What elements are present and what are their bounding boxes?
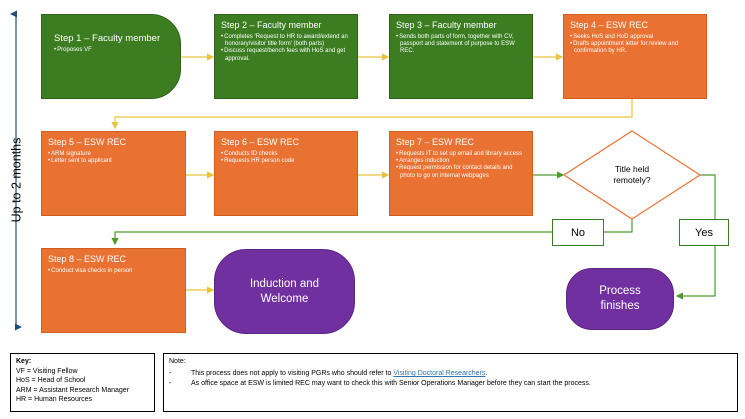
note-item-1-text: This process does not apply to visiting … xyxy=(191,370,394,377)
decision-question-line2: remotely? xyxy=(613,175,651,185)
step-6-item-1: Conducts ID checks xyxy=(221,151,351,158)
step-8-box: Step 8 – ESW REC Conduct visa checks in … xyxy=(41,248,186,333)
step-5-box: Step 5 – ESW REC ARM signature Letter se… xyxy=(41,131,186,216)
step-2-item-1: Completes ‘Request to HR to award/extend… xyxy=(221,34,351,48)
step-3-item-1: Sends both parts of form, together with … xyxy=(396,34,526,56)
step-6-item-2: Requests HR person code xyxy=(221,158,351,165)
step-7-list: Requests IT to set up email and library … xyxy=(396,151,526,180)
step-4-list: Seeks HoS and HoD approval Drafts appoin… xyxy=(570,34,700,56)
step-4-box: Step 4 – ESW REC Seeks HoS and HoD appro… xyxy=(563,14,707,99)
step-6-title: Step 6 – ESW REC xyxy=(221,137,300,147)
note-list: This process does not apply to visiting … xyxy=(169,369,732,389)
step-1-title: Step 1 – Faculty member xyxy=(54,33,161,44)
step-2-item-2: Discuss request/bench fees with HoS and … xyxy=(221,48,351,62)
step-5-title: Step 5 – ESW REC xyxy=(48,137,127,147)
step-1-box: Step 1 – Faculty member Proposes VF xyxy=(41,14,181,99)
decision-no-label: No xyxy=(552,219,604,246)
step-5-item-1: ARM signature xyxy=(48,151,179,158)
step-8-list: Conduct visa checks in person xyxy=(48,268,179,275)
visiting-doctoral-researchers-link[interactable]: Visiting Doctoral Researchers xyxy=(393,370,486,377)
step-5-list: ARM signature Letter sent to applicant xyxy=(48,151,179,165)
step-7-item-1: Requests IT to set up email and library … xyxy=(396,151,526,158)
step-1-list: Proposes VF xyxy=(54,47,172,54)
step-8-item-1: Conduct visa checks in person xyxy=(48,268,179,275)
note-item-1-end: . xyxy=(485,370,488,377)
step-8-title: Step 8 – ESW REC xyxy=(48,254,127,264)
step-4-item-2: Drafts appointment letter for review and… xyxy=(570,41,700,55)
decision-diamond xyxy=(562,130,702,220)
step-2-box: Step 2 – Faculty member Completes ‘Reque… xyxy=(214,14,358,99)
note-item-2: As office space at ESW is limited REC ma… xyxy=(169,379,732,389)
key-item: HoS = Head of School xyxy=(16,377,86,385)
key-item: VF = Visiting Fellow xyxy=(16,367,78,375)
step-6-box: Step 6 – ESW REC Conducts ID checks Requ… xyxy=(214,131,358,216)
decision-question-line1: Title held xyxy=(615,164,649,174)
step-3-list: Sends both parts of form, together with … xyxy=(396,34,526,56)
key-item: HR = Human Resources xyxy=(16,396,93,404)
step-5-item-2: Letter sent to applicant xyxy=(48,158,179,165)
key-title: Key: xyxy=(16,358,32,365)
step-3-title: Step 3 – Faculty member xyxy=(396,20,497,30)
process-finishes-terminal: Process finishes xyxy=(566,268,674,330)
step-7-title: Step 7 – ESW REC xyxy=(396,137,475,147)
connector-step4-step5 xyxy=(111,98,633,130)
step-3-box: Step 3 – Faculty member Sends both parts… xyxy=(389,14,533,99)
step-7-box: Step 7 – ESW REC Requests IT to set up e… xyxy=(389,131,533,216)
note-title: Note: xyxy=(169,358,186,365)
note-item-1: This process does not apply to visiting … xyxy=(169,369,732,379)
step-7-item-3: Request permission for contact details a… xyxy=(396,165,526,179)
step-4-title: Step 4 – ESW REC xyxy=(570,20,649,30)
key-box: Key: VF = Visiting Fellow HoS = Head of … xyxy=(10,353,155,412)
step-7-item-2: Arranges induction xyxy=(396,158,526,165)
timeline-label: Up to 2 months xyxy=(9,137,24,223)
key-item: ARM = Assistant Research Manager xyxy=(16,386,130,394)
step-2-title: Step 2 – Faculty member xyxy=(221,20,322,30)
step-2-list: Completes ‘Request to HR to award/extend… xyxy=(221,34,351,63)
connector-decision-no xyxy=(111,219,633,246)
step-1-item-1: Proposes VF xyxy=(54,47,172,54)
induction-welcome-terminal: Induction and Welcome xyxy=(214,249,355,334)
note-box: Note: This process does not apply to vis… xyxy=(163,353,738,412)
step-4-item-1: Seeks HoS and HoD approval xyxy=(570,34,700,41)
step-6-list: Conducts ID checks Requests HR person co… xyxy=(221,151,351,165)
decision-yes-label: Yes xyxy=(679,219,729,246)
